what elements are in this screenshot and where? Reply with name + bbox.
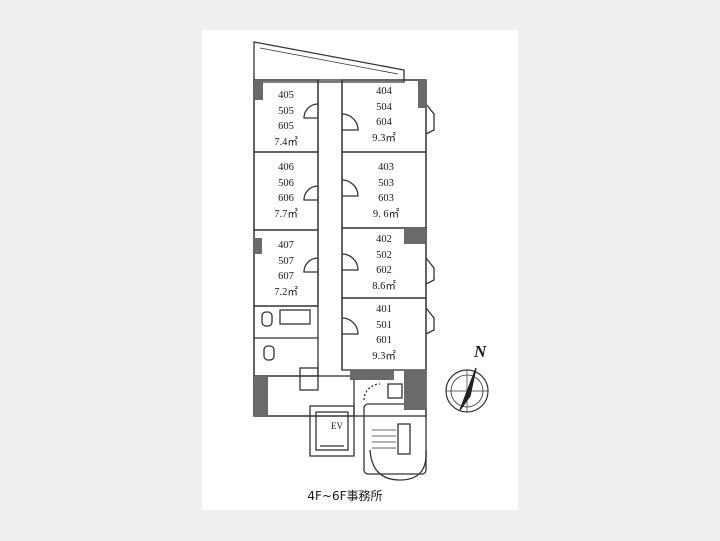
- door-404: [341, 113, 359, 131]
- sink-counter: [279, 309, 311, 325]
- column-bottom-mid: [350, 370, 394, 380]
- north-label: N: [474, 342, 487, 361]
- elevator-shaft: [309, 405, 355, 457]
- toilet-1: [261, 311, 273, 327]
- column-mr: [404, 228, 426, 244]
- elevator-label: EV: [331, 421, 343, 431]
- stair-core: [397, 423, 411, 455]
- door-401: [341, 317, 359, 335]
- small-stand: [299, 367, 319, 391]
- floorplan-sheet: [202, 30, 518, 510]
- north-compass: [445, 367, 489, 413]
- door-lobby: [363, 383, 381, 401]
- wc-area: [253, 305, 319, 377]
- door-403: [341, 179, 359, 197]
- stair-curve: [369, 449, 427, 481]
- pipe-shaft: [387, 383, 403, 399]
- door-405: [303, 103, 319, 119]
- toilet-2: [263, 345, 275, 361]
- top-balcony-outline: [253, 41, 405, 83]
- column-bl: [254, 376, 268, 416]
- floorplan-caption: 4F~6F事務所: [307, 489, 383, 503]
- elevator-car: [315, 411, 349, 451]
- door-406: [303, 185, 319, 201]
- window-bay-404: [425, 103, 435, 135]
- door-407: [303, 257, 319, 273]
- top-balcony-inner: [259, 47, 399, 75]
- stair-well: [363, 403, 427, 475]
- column-tr: [418, 80, 427, 108]
- column-ml: [254, 238, 262, 254]
- door-402: [341, 253, 359, 271]
- window-bay-402: [425, 257, 435, 285]
- lower-lobby: [253, 375, 355, 417]
- column-br: [404, 370, 426, 410]
- window-bay-401: [425, 307, 435, 335]
- column-tl: [254, 80, 263, 100]
